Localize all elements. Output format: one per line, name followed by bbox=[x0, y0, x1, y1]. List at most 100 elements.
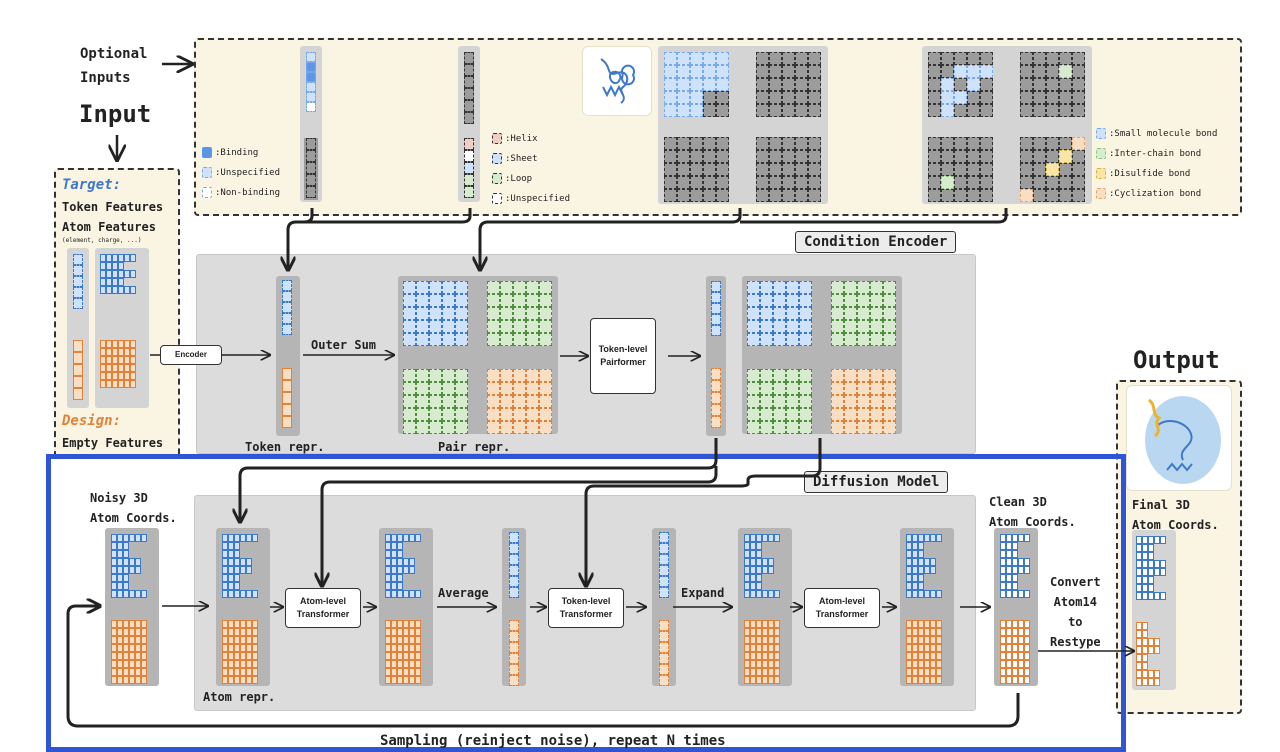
bond-cell bbox=[954, 65, 967, 78]
atom-out-cell bbox=[918, 574, 924, 582]
atom-mid-cell bbox=[397, 542, 403, 550]
noisy-atom-cell bbox=[135, 558, 141, 566]
cond-pair-cell bbox=[883, 307, 896, 320]
pair-optional-cell bbox=[664, 176, 677, 189]
pair-repr-cell bbox=[487, 369, 500, 382]
atom-out-cell bbox=[906, 534, 912, 542]
pair-optional-cell bbox=[769, 91, 782, 104]
atom-mid-cell bbox=[415, 652, 421, 660]
final-coords-cell bbox=[1148, 670, 1154, 678]
legend-swatch-icon bbox=[492, 193, 502, 204]
diff-token-cell bbox=[509, 554, 519, 565]
final-coords-cell bbox=[1148, 584, 1154, 592]
pair-repr-cell bbox=[500, 408, 513, 421]
pair-repr-cell bbox=[416, 369, 429, 382]
final-coords-cell bbox=[1154, 670, 1160, 678]
noisy-atom-cell bbox=[141, 620, 147, 628]
cond-pair-cell bbox=[870, 294, 883, 307]
atom-repr-cell bbox=[252, 590, 258, 598]
atom-mid-cell bbox=[409, 590, 415, 598]
atom-out-cell bbox=[912, 550, 918, 558]
atom-repr-cell bbox=[234, 574, 240, 582]
clean-coords-cell bbox=[1024, 652, 1030, 660]
cond-pair-cell bbox=[760, 369, 773, 382]
input-atom-cell bbox=[106, 254, 112, 262]
legend-item-unspecified: :Unspecified bbox=[492, 193, 570, 204]
cond-pair-cell bbox=[844, 421, 857, 434]
bond-cell bbox=[1033, 176, 1046, 189]
legend-swatch-icon bbox=[492, 173, 502, 184]
pair-optional-cell bbox=[716, 189, 729, 202]
sampling-label: Sampling (reinject noise), repeat N time… bbox=[380, 733, 726, 749]
cond-pair-cell bbox=[883, 281, 896, 294]
pair-repr-cell bbox=[429, 333, 442, 346]
pair-repr-cell bbox=[442, 320, 455, 333]
input-token-cell bbox=[73, 287, 83, 298]
input-atom-cell bbox=[112, 372, 118, 380]
diff-token2-cell bbox=[659, 653, 669, 664]
input-atom-cell bbox=[130, 254, 136, 262]
clean-coords-cell bbox=[1012, 542, 1018, 550]
bond-cell bbox=[928, 65, 941, 78]
noisy-atom-cell bbox=[111, 574, 117, 582]
final-coords-cell bbox=[1154, 646, 1160, 654]
final-coords-cell bbox=[1136, 622, 1142, 630]
diff-token2-cell bbox=[659, 642, 669, 653]
bond-cell bbox=[941, 176, 954, 189]
pair-optional-cell bbox=[795, 189, 808, 202]
cond-pair-cell bbox=[760, 421, 773, 434]
atom-out-cell bbox=[924, 590, 930, 598]
atom-repr-cell bbox=[234, 566, 240, 574]
cond-pair-cell bbox=[747, 382, 760, 395]
bond-cell bbox=[954, 189, 967, 202]
clean-coords-cell bbox=[1012, 550, 1018, 558]
pair-optional-cell bbox=[782, 176, 795, 189]
clean-coords-cell bbox=[1012, 534, 1018, 542]
pair-optional-cell bbox=[782, 78, 795, 91]
cond-pair-cell bbox=[870, 395, 883, 408]
atom-out-cell bbox=[912, 558, 918, 566]
atom-out-cell bbox=[924, 566, 930, 574]
diff-token-cell bbox=[509, 543, 519, 554]
atom-out-cell bbox=[936, 620, 942, 628]
pair-repr-cell bbox=[526, 382, 539, 395]
input-atom-cell bbox=[106, 262, 112, 270]
pair-optional-cell bbox=[716, 91, 729, 104]
pair-repr-cell bbox=[416, 395, 429, 408]
input-atom-cell bbox=[130, 348, 136, 356]
atom-repr-cell bbox=[246, 590, 252, 598]
bond-cell bbox=[1046, 78, 1059, 91]
pair-optional-cell bbox=[677, 52, 690, 65]
binding-cell bbox=[306, 52, 316, 62]
diff-token-cell bbox=[509, 620, 519, 631]
noisy-atom-cell bbox=[123, 590, 129, 598]
cond-pair-cell bbox=[844, 281, 857, 294]
atom-out-cell bbox=[918, 590, 924, 598]
noisy-atom-cell bbox=[117, 590, 123, 598]
input-atom-cell bbox=[130, 372, 136, 380]
legend-label: :Inter-chain bond bbox=[1109, 148, 1202, 159]
pair-optional-cell bbox=[690, 150, 703, 163]
legend-item-sheet: :Sheet bbox=[492, 153, 538, 164]
pair-optional-cell bbox=[808, 176, 821, 189]
atom-out-cell bbox=[918, 558, 924, 566]
bond-cell bbox=[954, 52, 967, 65]
clean-coords-cell bbox=[1000, 582, 1006, 590]
pair-repr-cell bbox=[455, 294, 468, 307]
atom-expanded-cell bbox=[774, 676, 780, 684]
input-token-column-bg bbox=[67, 248, 89, 408]
empty-features-label: Empty Features bbox=[62, 436, 164, 450]
input-token-cell bbox=[73, 388, 83, 400]
clean-coords-cell bbox=[1024, 566, 1030, 574]
cond-pair-cell bbox=[870, 333, 883, 346]
pair-repr-cell bbox=[513, 307, 526, 320]
input-atom-cell bbox=[130, 380, 136, 388]
input-atom-cell bbox=[130, 356, 136, 364]
atom-out-cell bbox=[906, 566, 912, 574]
atom-repr-cell bbox=[222, 558, 228, 566]
pair-repr-cell bbox=[416, 294, 429, 307]
atom-expanded-cell bbox=[750, 590, 756, 598]
final-coords-cell bbox=[1160, 536, 1166, 544]
pair-optional-cell bbox=[808, 104, 821, 117]
token-repr-cell bbox=[282, 416, 292, 428]
